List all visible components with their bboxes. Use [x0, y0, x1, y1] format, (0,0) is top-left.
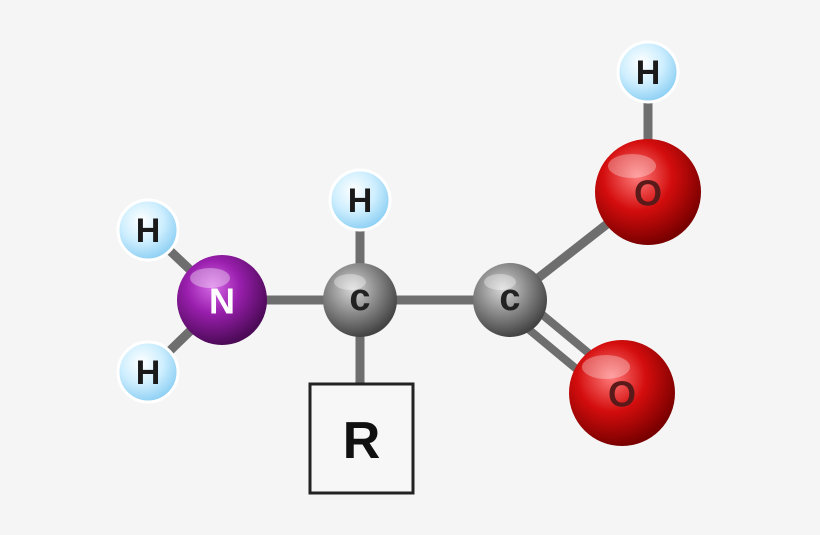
side-chain-label: R: [343, 412, 381, 470]
atom-c-carboxyl-label: c: [499, 277, 520, 319]
atom-c-alpha: c: [323, 263, 397, 337]
atom-n-amine-label: N: [209, 281, 235, 322]
atom-h-alpha: H: [328, 168, 392, 232]
atom-c-alpha-label: c: [349, 277, 370, 319]
side-chain-box: R: [308, 382, 415, 495]
atom-h-amine-bottom-label: H: [136, 354, 161, 392]
atom-c-carboxyl: c: [473, 263, 547, 337]
atom-o-hydroxyl-label: O: [634, 173, 662, 214]
side-chain-frame: [308, 382, 415, 495]
atom-h-hydroxyl-label: H: [636, 54, 661, 92]
bond-layer: [144, 72, 653, 405]
atom-h-hydroxyl: H: [616, 40, 680, 104]
atom-o-carbonyl-label: O: [608, 374, 636, 415]
atom-layer: H H N H c c: [116, 40, 701, 446]
atom-h-amine-top-label: H: [136, 212, 161, 250]
atom-h-alpha-label: H: [348, 182, 373, 220]
atom-n-amine: N: [177, 255, 267, 345]
atom-h-amine-bottom: H: [116, 340, 180, 404]
atom-o-carbonyl: O: [569, 340, 675, 446]
atom-o-hydroxyl: O: [595, 139, 701, 245]
atom-h-amine-top: H: [116, 198, 180, 262]
